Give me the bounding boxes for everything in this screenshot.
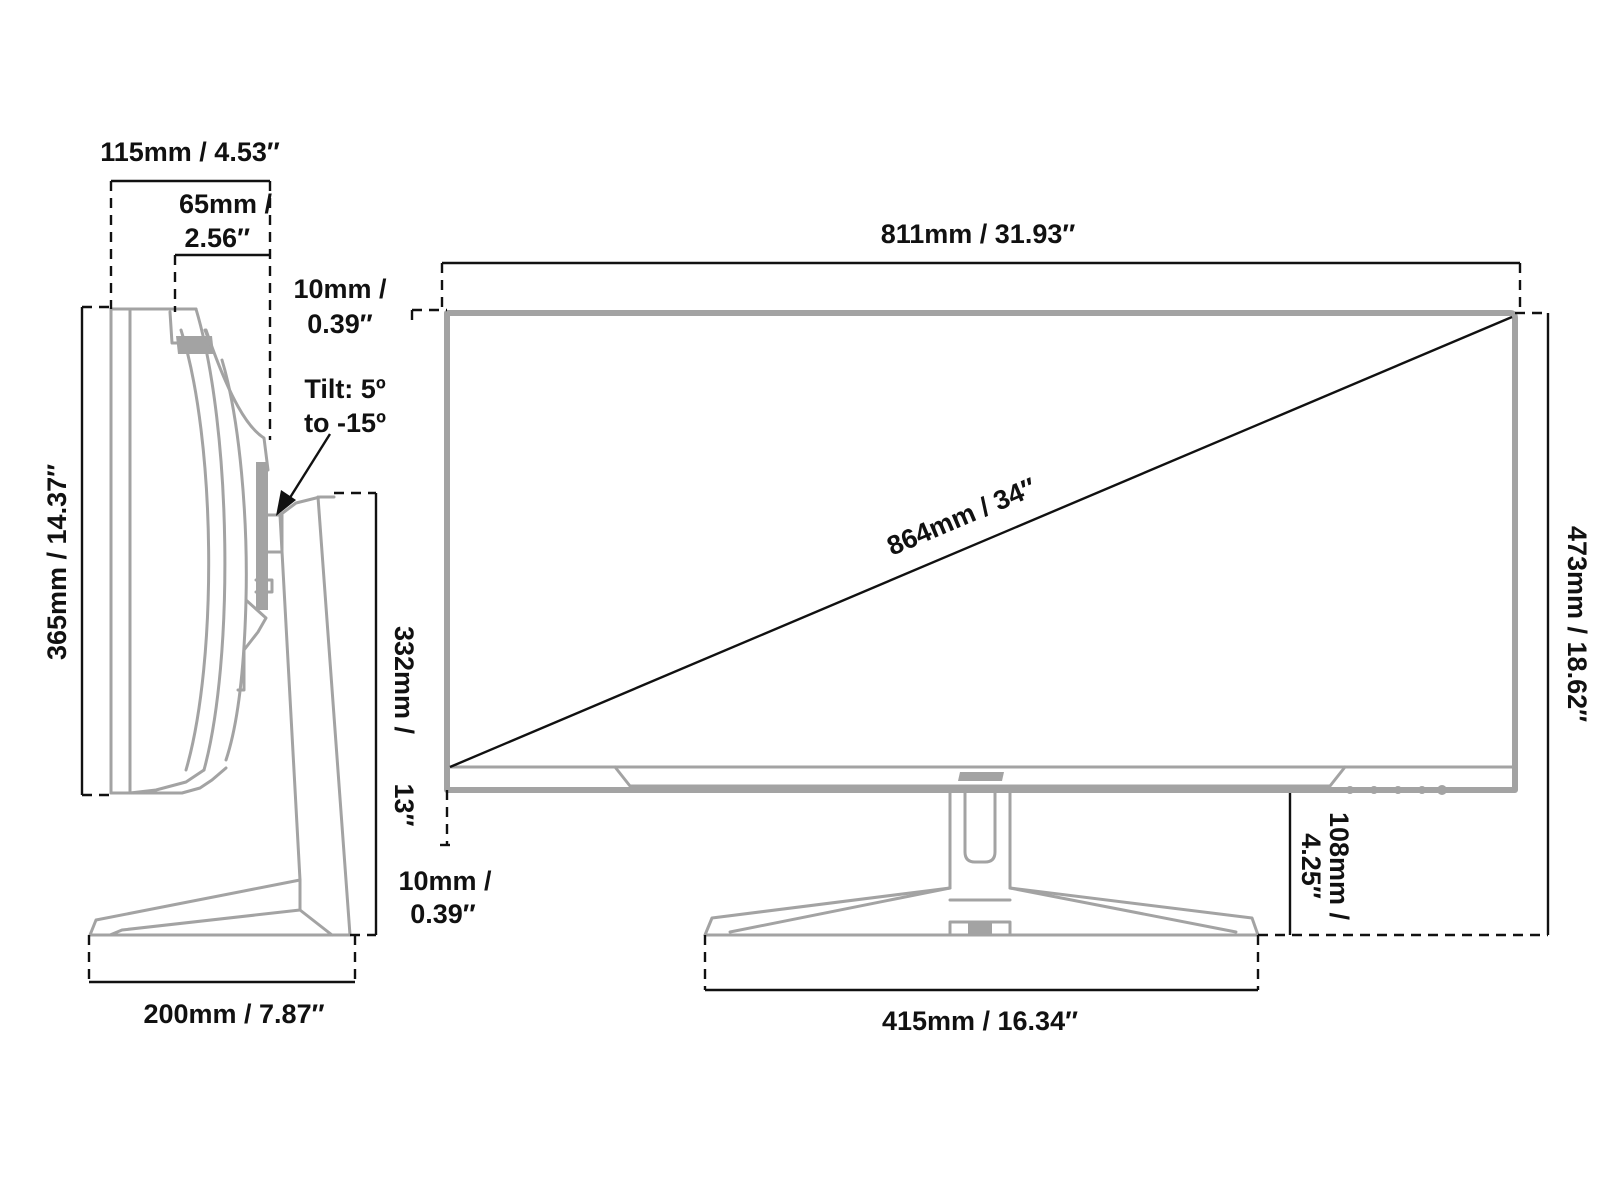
tilt-arrow-head xyxy=(276,490,296,516)
base-width-label: 415mm / 16.34″ xyxy=(882,1006,1078,1036)
diagonal-label: 864mm / 34″ xyxy=(883,472,1041,562)
side-depth-panel-label-1: 65mm / xyxy=(179,189,273,219)
tilt-arrow-line xyxy=(284,433,332,505)
clearance-label-1: 108mm / xyxy=(1324,812,1354,921)
side-view-dimensions xyxy=(80,179,378,984)
side-depth-total-label: 115mm / 4.53″ xyxy=(100,137,280,167)
side-panel-height-label: 365mm / 14.37″ xyxy=(42,464,72,660)
dimension-labels: 115mm / 4.53″ 65mm / 2.56″ 365mm / 14.37… xyxy=(42,137,1592,1036)
side-depth-panel-label-2: 2.56″ xyxy=(185,223,251,253)
side-view-monitor xyxy=(88,307,352,937)
diagonal-line xyxy=(449,315,1513,769)
bezel-top-label-1: 10mm / xyxy=(293,274,387,304)
bezel-bottom-label-1: 10mm / xyxy=(398,866,492,896)
front-width-label: 811mm / 31.93″ xyxy=(881,219,1076,249)
stand-height-label-2: 13″ xyxy=(389,784,419,827)
bezel-bottom-label-2: 0.39″ xyxy=(410,899,476,929)
tilt-label-1: Tilt: 5º xyxy=(304,374,386,404)
clearance-label-2: 4.25″ xyxy=(1296,833,1326,899)
total-height-label: 473mm / 18.62″ xyxy=(1562,526,1592,722)
base-depth-label: 200mm / 7.87″ xyxy=(143,999,324,1029)
front-view-dimensions xyxy=(410,261,1550,992)
tilt-label-2: to -15º xyxy=(304,408,386,438)
bezel-top-label-2: 0.39″ xyxy=(307,309,373,339)
front-view-monitor xyxy=(444,310,1518,937)
stand-height-label-1: 332mm / xyxy=(389,626,419,735)
